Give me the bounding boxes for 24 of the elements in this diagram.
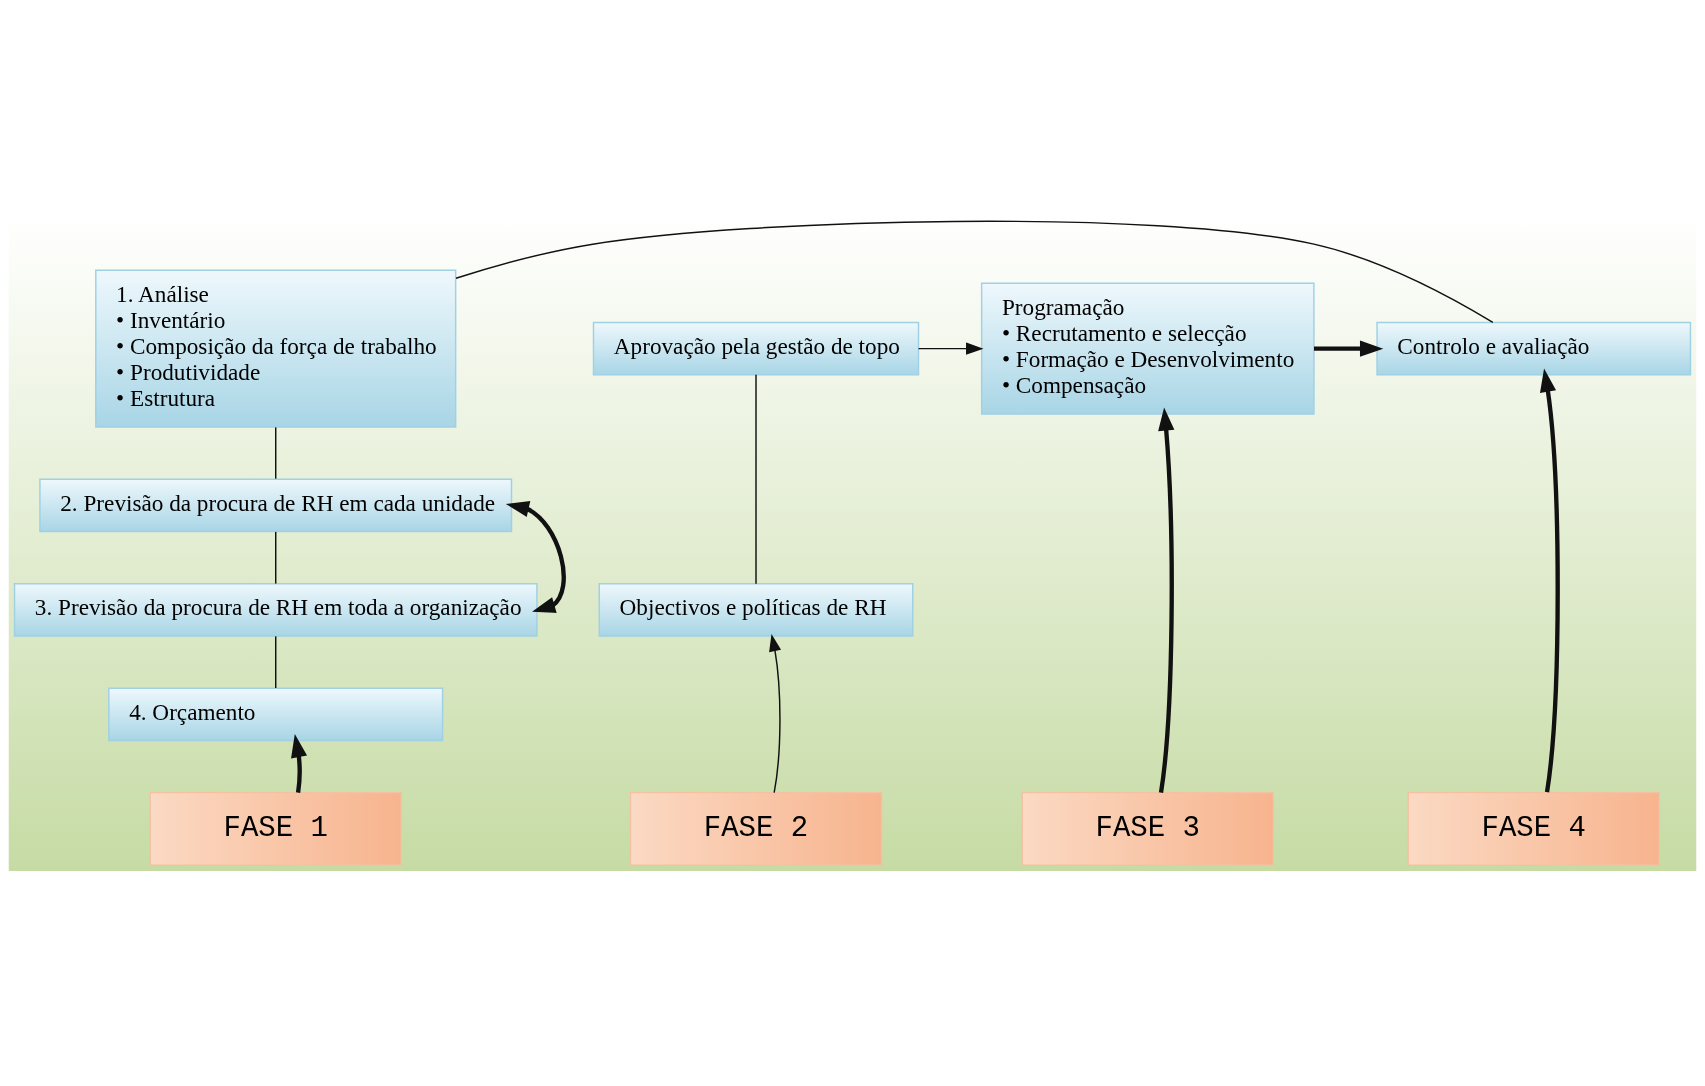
node-box: Controlo e avaliação: [1376, 321, 1692, 376]
arrow: [1540, 368, 1560, 793]
node-box: FASE 3: [1021, 791, 1274, 866]
arrow: [505, 501, 566, 613]
node-box: FASE 4: [1407, 791, 1660, 866]
arrow: [1158, 407, 1175, 793]
connector: [755, 374, 757, 585]
connector: [455, 220, 1494, 324]
node-box: Objectivos e políticas de RH: [598, 582, 914, 637]
node-box: 2. Previsão da procura de RH em cada unidade: [39, 478, 513, 533]
arrow: [291, 734, 308, 793]
node-box: 4. Orçamento: [108, 687, 444, 742]
node-box: 3. Previsão da procura de RH em toda a organização: [13, 582, 538, 637]
arrow: [1314, 340, 1384, 357]
connector: [275, 426, 277, 480]
node-box: FASE 1: [149, 791, 402, 866]
node-box: Aprovação pela gestão de topo: [592, 321, 920, 376]
arrow: [769, 633, 782, 794]
node-box: Programação • Recrutamento e selecção • Formação e Desenvolvimento • Compensação: [980, 282, 1315, 415]
connector: [275, 635, 277, 689]
arrow: [917, 342, 984, 355]
node-box: FASE 2: [629, 791, 883, 866]
node-box: 1. Análise • Inventário • Composição da força de trabalho • Produtividade • Estrutura: [95, 269, 457, 428]
connector: [275, 531, 277, 585]
